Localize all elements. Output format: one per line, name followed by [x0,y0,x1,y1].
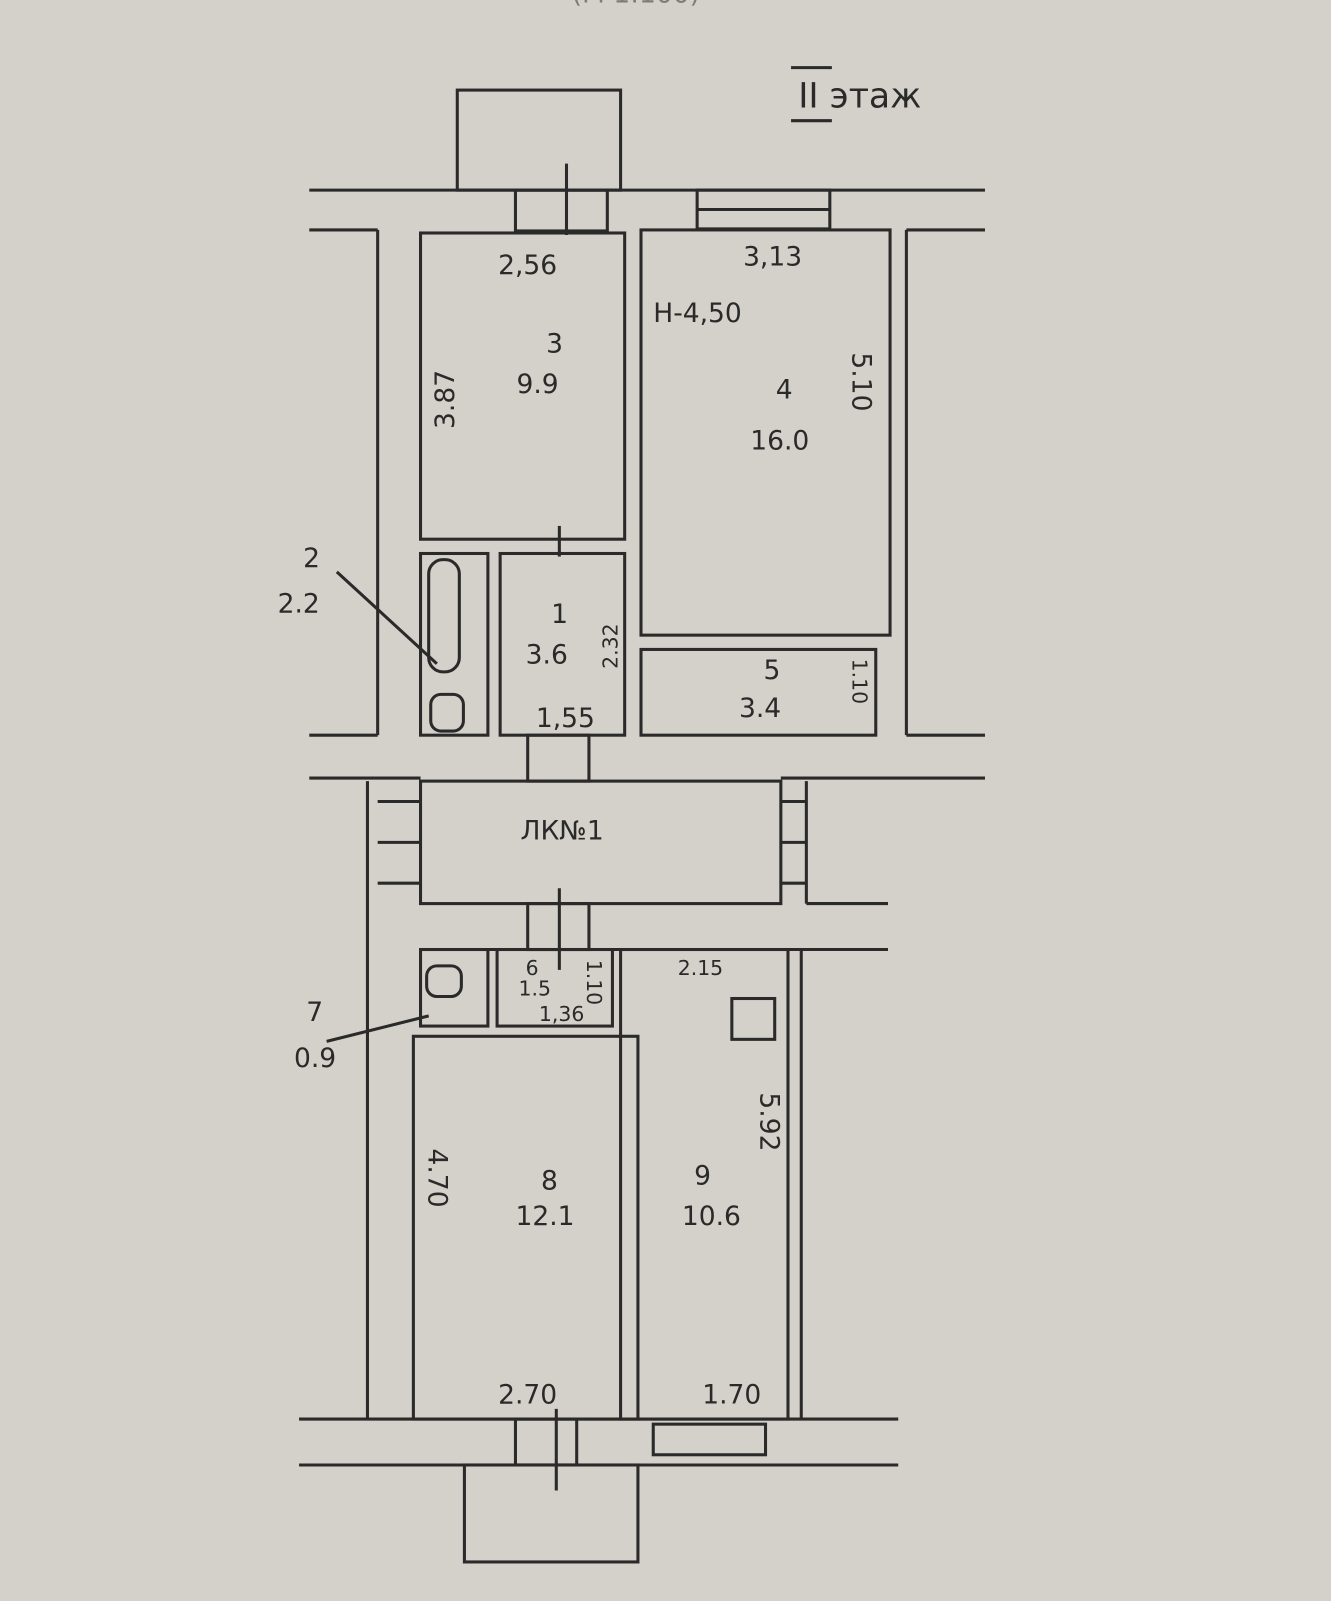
dim-height: H-4,50 [653,298,742,329]
room-3-area: 9.9 [516,369,558,400]
room-2-number: 2 [303,543,320,574]
room-8-area: 12.1 [515,1201,574,1232]
room-6 [495,947,614,1028]
dim-r3-length: 3.87 [430,370,461,429]
dim-r9-width-top: 2.15 [678,956,723,980]
room-1-number: 1 [551,599,568,630]
room-7 [418,947,490,1028]
dim-r6-length: 1.10 [582,960,606,1005]
room-3 [418,231,627,541]
dim-r9-length: 5.92 [753,1092,784,1151]
dimension-labels: 2,56 3.87 3,13 H-4,50 5.10 1,55 2.32 1.1… [422,242,877,1411]
room-7-number: 7 [306,997,323,1028]
top-note: (М 1:100) [572,0,700,9]
dim-r4-width: 3,13 [743,242,802,273]
dim-r6-width: 1,36 [539,1002,584,1026]
room-4 [639,228,892,637]
room-4-area: 16.0 [750,425,809,456]
room-9-number: 9 [694,1160,711,1191]
room-1-area: 3.6 [526,640,568,671]
room-9-area: 10.6 [682,1201,741,1232]
bottom-balcony [462,1463,640,1564]
stair-label: ЛК№1 [521,815,604,846]
room-5-area: 3.4 [739,693,781,724]
room-6-number: 6 [526,956,539,980]
room-6-area: 1.5 [519,976,551,1000]
dim-r1-width: 1,55 [536,703,595,734]
room-labels: 3 9.9 4 16.0 2 2.2 1 3.6 5 3.4 ЛК№1 6 1.… [278,328,810,1232]
stove-icon [730,996,777,1041]
room-8-number: 8 [541,1165,558,1196]
room-3-number: 3 [546,328,563,359]
dim-r8-length: 4.70 [422,1149,453,1208]
dim-r1-length: 2.32 [599,623,623,668]
top-balcony [455,88,623,192]
floor-label: II этаж [798,76,921,116]
dim-r4-length: 5.10 [845,352,876,411]
room-2 [418,551,490,737]
room-5-number: 5 [763,655,780,686]
room-2-area: 2.2 [278,589,320,620]
room-7-area: 0.9 [294,1043,336,1074]
dim-r9-width: 1.70 [702,1380,761,1411]
walls [299,88,985,1564]
room-4-number: 4 [776,374,793,405]
dim-r5-length: 1.10 [847,659,871,704]
dim-r3-width: 2,56 [498,250,557,281]
dim-r8-width: 2.70 [498,1380,557,1411]
room-5 [639,647,878,737]
